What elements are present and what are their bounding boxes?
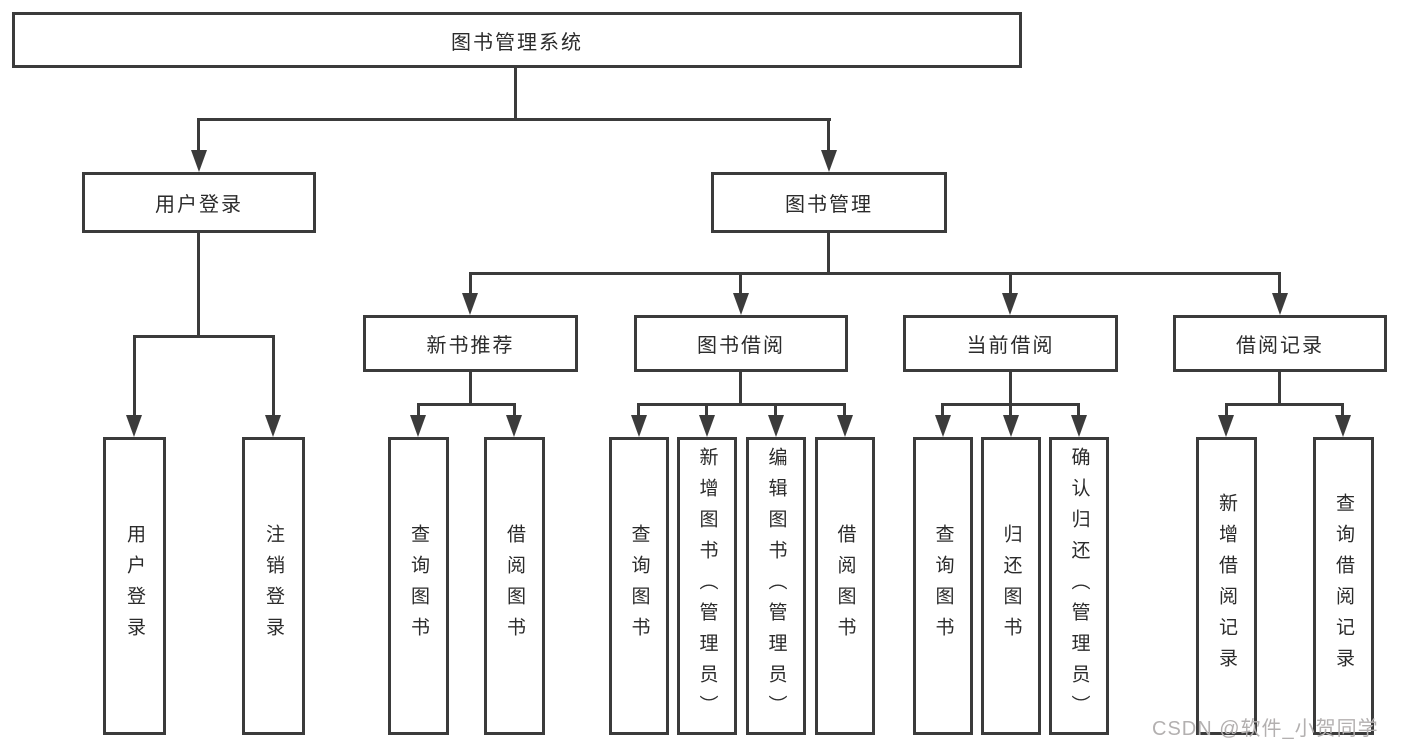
arrow-to-user-login [191, 150, 207, 172]
connector-borrow-record-hline [1225, 403, 1344, 406]
csdn-watermark: CSDN @软件_小贺同学 [1152, 718, 1379, 740]
leaf-record-query: 查询借阅记录 [1313, 437, 1374, 735]
connector-book-borrow-hline [637, 403, 846, 406]
leaf-borrow-query: 查询图书 [609, 437, 669, 735]
node-book-borrow: 图书借阅 [634, 315, 848, 372]
arrow-to-current-borrow [1002, 293, 1018, 315]
arrow-to-borrow-borrow [837, 415, 853, 437]
arrow-to-borrow-add [699, 415, 715, 437]
leaf-borrow-add-admin: 新增图书（管理员） [677, 437, 737, 735]
connector-drop-current-return [1009, 403, 1012, 417]
connector-new-book-hline [417, 403, 516, 406]
leaf-borrow-borrow: 借阅图书 [815, 437, 875, 735]
connector-level1-hline [198, 118, 831, 121]
connector-drop-borrow-record [1278, 272, 1281, 295]
connector-drop-newbook-borrow [513, 403, 516, 417]
node-current-borrow: 当前借阅 [903, 315, 1118, 372]
connector-drop-current-confirm [1077, 403, 1080, 417]
arrow-to-borrow-edit [768, 415, 784, 437]
connector-drop-borrow-query [637, 403, 640, 417]
leaf-user-login: 用户登录 [103, 437, 166, 735]
connector-user-login-stub [197, 233, 200, 338]
connector-new-book-stub [469, 372, 472, 406]
arrow-to-record-add [1218, 415, 1234, 437]
connector-drop-book-borrow [739, 272, 742, 295]
connector-book-management-stub [827, 233, 830, 274]
connector-current-borrow-stub [1009, 372, 1012, 406]
node-borrow-record: 借阅记录 [1173, 315, 1387, 372]
leaf-logout: 注销登录 [242, 437, 305, 735]
connector-drop-user-login [197, 118, 200, 152]
leaf-borrow-edit-admin: 编辑图书（管理员） [746, 437, 806, 735]
leaf-newbook-query: 查询图书 [388, 437, 449, 735]
connector-drop-current-borrow [1009, 272, 1012, 295]
leaf-record-add: 新增借阅记录 [1196, 437, 1257, 735]
arrow-to-book-borrow [733, 293, 749, 315]
arrow-to-current-query [935, 415, 951, 437]
connector-drop-new-book [469, 272, 472, 295]
connector-drop-borrow-edit [774, 403, 777, 417]
connector-root-stub [514, 68, 517, 121]
connector-drop-leaf-logout [272, 335, 275, 417]
connector-drop-newbook-query [417, 403, 420, 417]
leaf-current-return: 归还图书 [981, 437, 1041, 735]
node-root-system: 图书管理系统 [12, 12, 1022, 68]
arrow-to-book-management [821, 150, 837, 172]
node-user-login: 用户登录 [82, 172, 316, 233]
connector-drop-leaf-user-login [133, 335, 136, 417]
arrow-to-newbook-query [410, 415, 426, 437]
arrow-to-current-return [1003, 415, 1019, 437]
arrow-to-borrow-record [1272, 293, 1288, 315]
connector-drop-record-add [1225, 403, 1228, 417]
connector-drop-current-query [941, 403, 944, 417]
leaf-current-query: 查询图书 [913, 437, 973, 735]
connector-level2-hline [469, 272, 1281, 275]
connector-user-login-hline [133, 335, 275, 338]
arrow-to-new-book [462, 293, 478, 315]
arrow-to-borrow-query [631, 415, 647, 437]
connector-drop-borrow-add [705, 403, 708, 417]
arrow-to-newbook-borrow [506, 415, 522, 437]
node-book-management: 图书管理 [711, 172, 947, 233]
arrow-to-record-query [1335, 415, 1351, 437]
node-new-book-recommend: 新书推荐 [363, 315, 578, 372]
connector-drop-record-query [1341, 403, 1344, 417]
connector-borrow-record-stub [1278, 372, 1281, 406]
connector-drop-book-management [827, 118, 830, 152]
arrow-to-leaf-logout [265, 415, 281, 437]
connector-book-borrow-stub [739, 372, 742, 406]
arrow-to-leaf-user-login [126, 415, 142, 437]
arrow-to-current-confirm [1071, 415, 1087, 437]
connector-drop-borrow-borrow [843, 403, 846, 417]
leaf-newbook-borrow: 借阅图书 [484, 437, 545, 735]
leaf-current-confirm-admin: 确认归还（管理员） [1049, 437, 1109, 735]
